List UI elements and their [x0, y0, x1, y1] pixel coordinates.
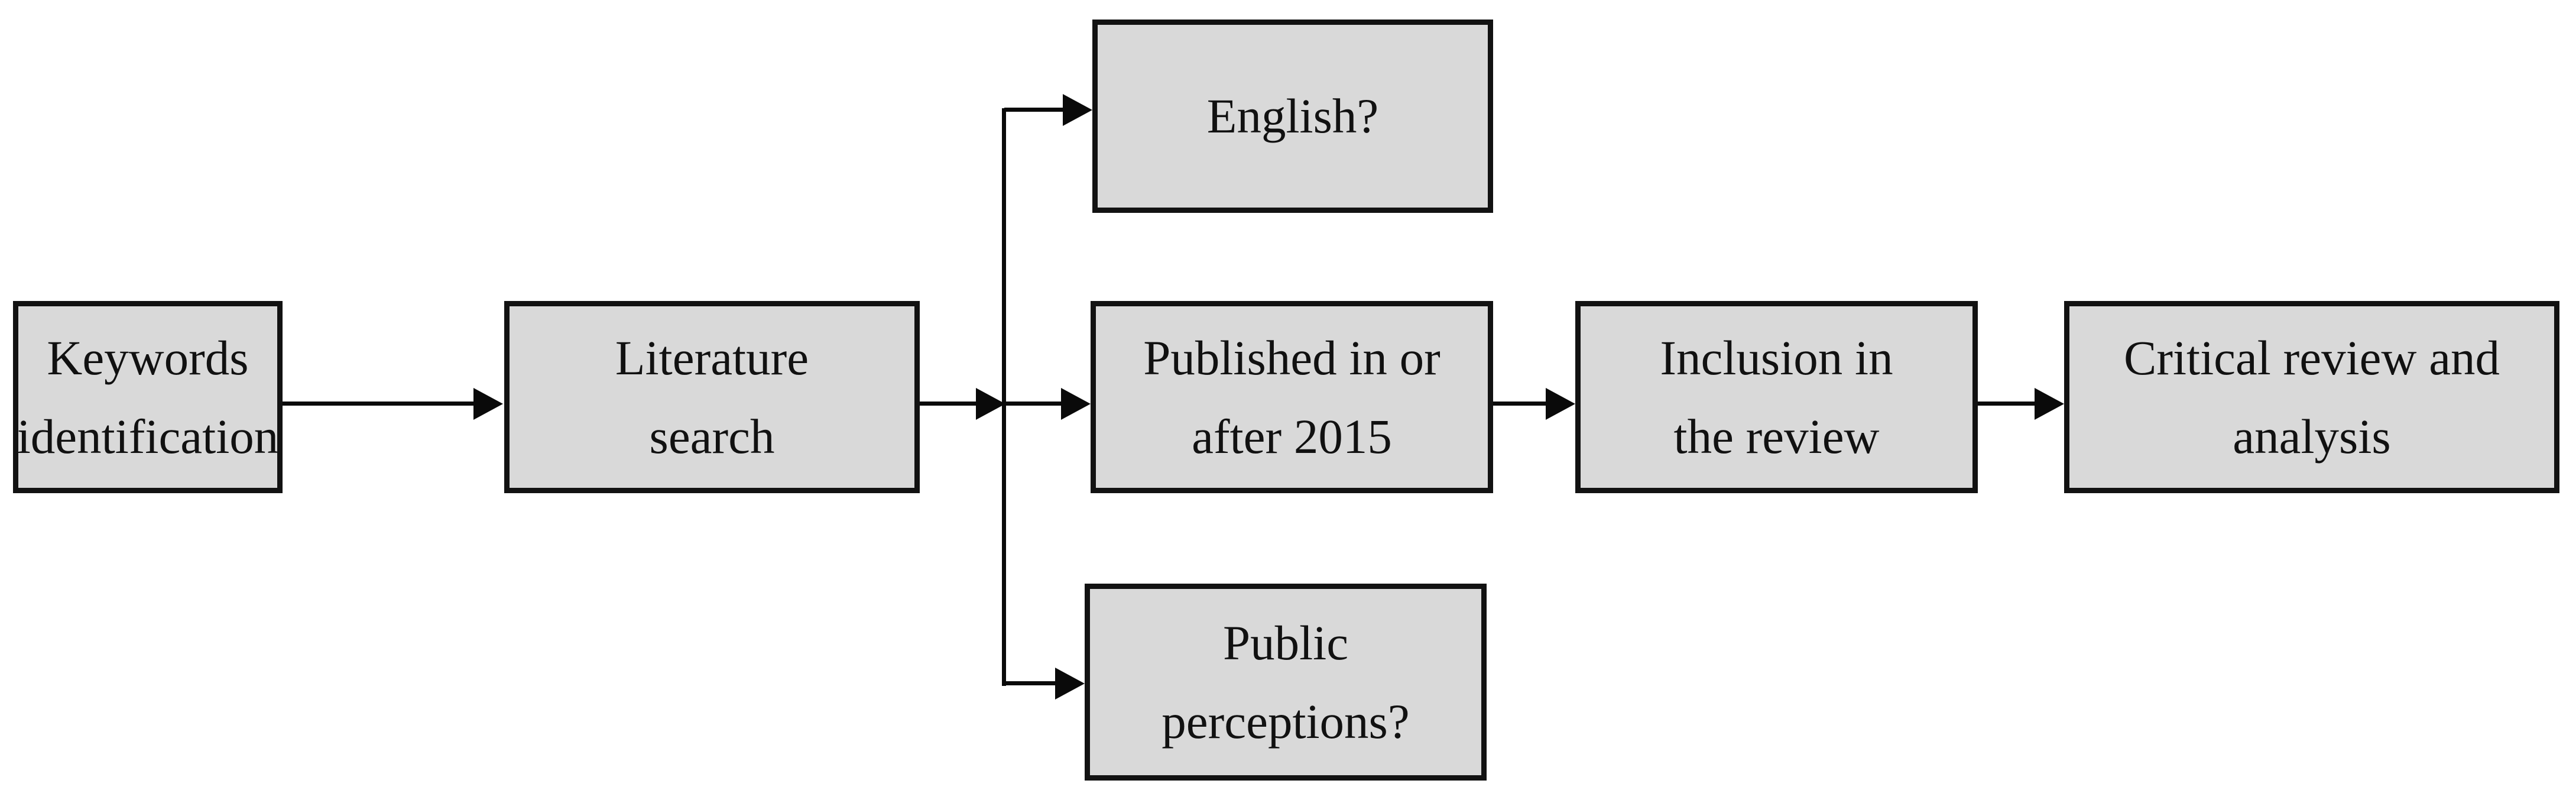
arrow-literature-to-branch [920, 388, 1005, 420]
arrow-shaft [1004, 402, 1065, 406]
node-label-line: Public [1222, 615, 1349, 670]
node-english-filter: English? [1092, 20, 1493, 213]
arrow-branch-to-public [1004, 668, 1085, 700]
node-critical-review-analysis: Critical review and analysis [2064, 301, 2559, 493]
node-label-line: search [649, 409, 775, 464]
arrowhead-icon [1546, 388, 1575, 420]
arrow-published-to-inclusion [1493, 388, 1575, 420]
arrowhead-icon [1061, 388, 1091, 420]
node-label-line: Inclusion in [1660, 330, 1893, 385]
arrow-shaft [920, 402, 979, 406]
arrowhead-icon [1063, 94, 1092, 126]
branch-vertical-line [1002, 108, 1006, 686]
node-inclusion-in-review: Inclusion in the review [1575, 301, 1978, 493]
node-label-line: Published in or [1143, 330, 1441, 385]
node-keywords-identification: Keywords identification [13, 301, 283, 493]
node-label-line: Literature [615, 330, 809, 385]
arrow-shaft [1978, 402, 2038, 406]
arrow-keywords-to-literature [283, 388, 503, 420]
node-label-line: identification [17, 409, 279, 464]
arrowhead-icon [976, 388, 1005, 420]
arrowhead-icon [473, 388, 503, 420]
arrow-shaft [1004, 108, 1066, 112]
arrow-branch-to-published [1004, 388, 1091, 420]
arrow-shaft [1493, 402, 1549, 406]
arrowhead-icon [1055, 668, 1085, 700]
node-published-2015-filter: Published in or after 2015 [1091, 301, 1493, 493]
node-label-line: analysis [2233, 409, 2391, 464]
arrow-branch-to-english [1004, 94, 1092, 126]
arrow-shaft [283, 402, 477, 406]
node-label-line: after 2015 [1192, 409, 1392, 464]
arrow-inclusion-to-critical [1978, 388, 2064, 420]
node-label-line: English? [1206, 89, 1379, 144]
node-public-perceptions-filter: Public perceptions? [1085, 584, 1487, 781]
arrowhead-icon [2035, 388, 2064, 420]
node-label-line: Critical review and [2123, 330, 2500, 385]
node-literature-search: Literature search [504, 301, 920, 493]
arrow-shaft [1004, 681, 1059, 685]
node-label-line: perceptions? [1162, 694, 1410, 749]
node-label-line: the review [1673, 409, 1880, 464]
node-label-line: Keywords [47, 330, 249, 385]
